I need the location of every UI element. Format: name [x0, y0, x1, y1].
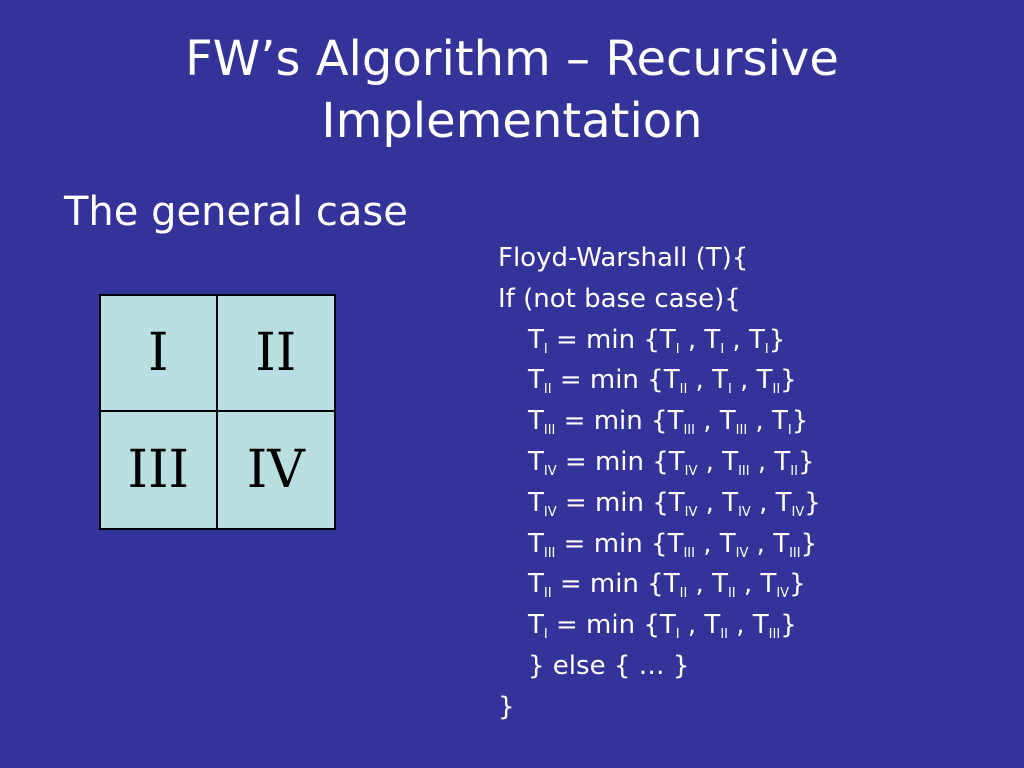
arg-subscript: IV: [684, 504, 698, 520]
arg-subscript: IV: [735, 545, 749, 561]
quadrant-iii: III: [101, 412, 218, 528]
code-header: Floyd-Warshall (T){: [498, 243, 749, 273]
target-subscript: II: [543, 586, 552, 602]
arg-subscript: III: [738, 463, 750, 479]
code-statements: TI = min {TI , TI , TI} TII = min {TII , …: [498, 320, 821, 646]
arg-subscript: I: [787, 423, 792, 439]
arg-subscript: IV: [776, 586, 790, 602]
code-statement: TIV = min {TIV , TIV , TIV}: [528, 487, 821, 520]
code-statement: TI = min {TI , TI , TI}: [528, 324, 786, 357]
arg-subscript: III: [683, 545, 695, 561]
arg-subscript: I: [727, 382, 732, 398]
target-subscript: I: [543, 627, 548, 643]
arg-subscript: I: [675, 627, 680, 643]
arg-subscript: IV: [791, 504, 805, 520]
quadrant-ii: II: [217, 296, 334, 412]
arg-subscript: II: [720, 627, 728, 643]
target-subscript: III: [543, 545, 556, 561]
arg-subscript: II: [679, 382, 688, 398]
arg-subscript: II: [772, 382, 781, 398]
arg-subscript: I: [720, 341, 725, 357]
code-statement: TIII = min {TIII , TIV , TIII}: [528, 528, 818, 561]
target-subscript: IV: [543, 463, 557, 479]
arg-subscript: I: [764, 341, 769, 357]
arg-subscript: I: [675, 341, 680, 357]
arg-subscript: III: [768, 627, 781, 643]
arg-subscript: III: [735, 423, 748, 439]
code-close: }: [498, 691, 515, 722]
quadrant-i: I: [101, 296, 218, 412]
target-subscript: I: [543, 341, 548, 357]
arg-subscript: II: [679, 586, 688, 602]
quadrant-iv: IV: [246, 440, 305, 500]
code-statement: TII = min {TII , TII , TIV}: [528, 569, 806, 602]
pseudocode-block: Floyd-Warshall (T){ If (not base case){ …: [498, 238, 821, 728]
target-subscript: III: [543, 423, 556, 439]
code-if-line: If (not base case){: [498, 283, 741, 314]
arg-subscript: II: [727, 586, 736, 602]
subtitle: The general case: [64, 189, 408, 235]
arg-subscript: III: [683, 423, 695, 439]
code-statement: TI = min {TI , TII , TIII}: [528, 610, 797, 643]
code-statement: TIII = min {TIII , TIII , TI}: [528, 406, 809, 439]
arg-subscript: IV: [738, 504, 751, 520]
matrix-quadrant-diagram: I II III IV: [99, 294, 336, 530]
slide-title: FW’s Algorithm – Recursive Implementatio…: [0, 28, 1024, 152]
code-else-line: } else { … }: [528, 650, 690, 681]
target-subscript: II: [543, 382, 552, 398]
code-statement: TIV = min {TIV , TIII , TII}: [528, 446, 815, 479]
arg-subscript: II: [790, 463, 798, 479]
target-subscript: IV: [543, 504, 557, 520]
arg-subscript: III: [789, 545, 801, 561]
title-line-2: Implementation: [321, 93, 703, 149]
code-statement: TII = min {TII , TI , TII}: [528, 365, 797, 398]
arg-subscript: IV: [684, 463, 698, 479]
title-line-1: FW’s Algorithm – Recursive: [185, 31, 839, 87]
